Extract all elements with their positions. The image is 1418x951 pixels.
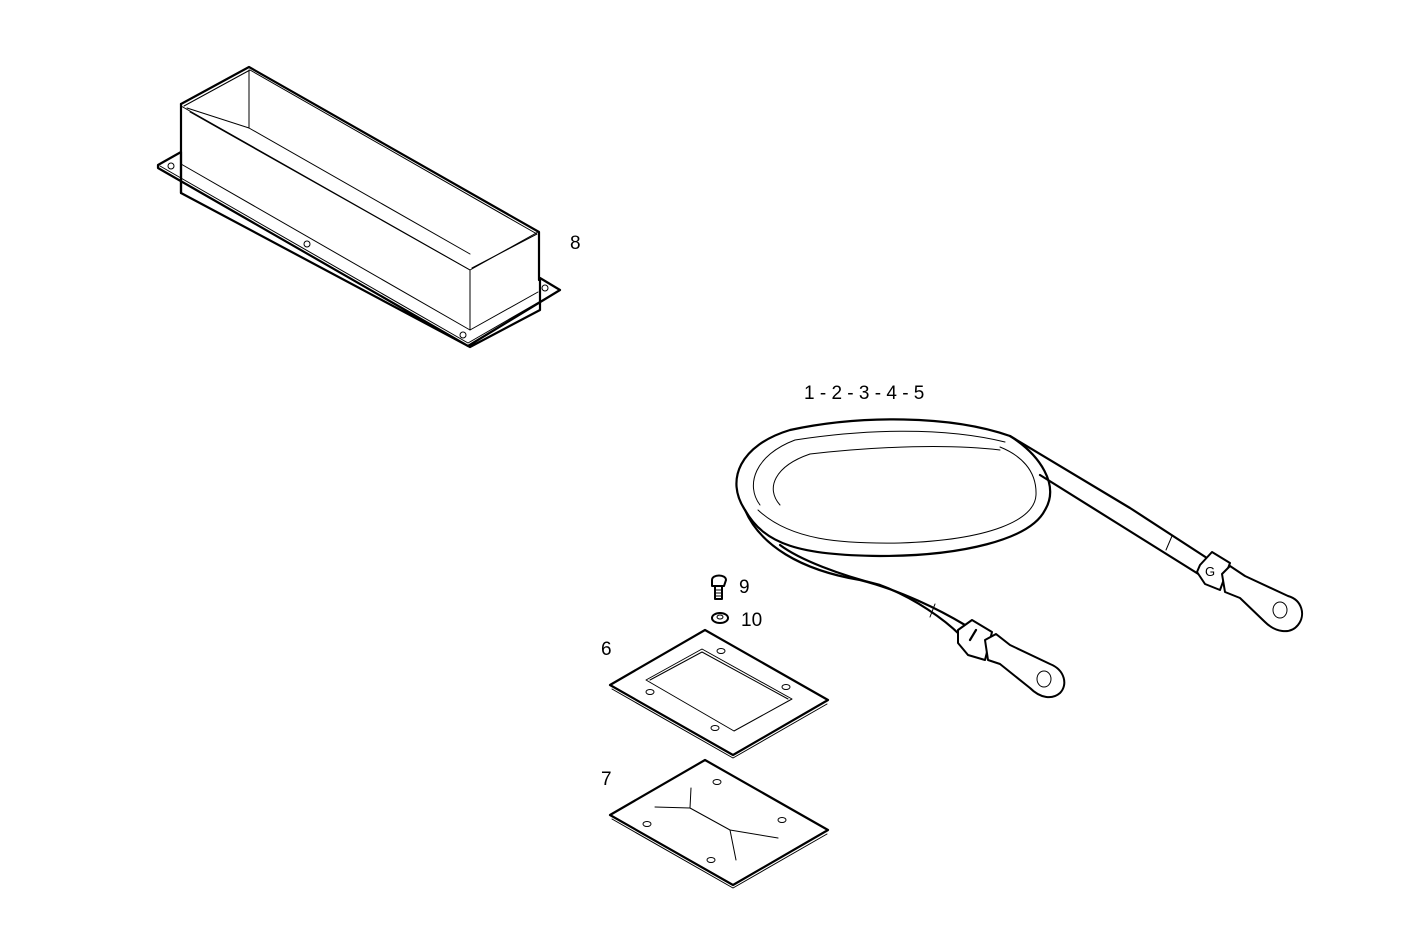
callout-label-cable: 1 - 2 - 3 - 4 - 5: [804, 383, 925, 404]
callout-label-6: 6: [601, 639, 612, 660]
callout-label-10: 10: [741, 610, 763, 631]
svg-text:G: G: [1205, 564, 1215, 579]
callout-label-8: 8: [570, 233, 581, 254]
callout-label-9: 9: [739, 577, 750, 598]
washer-part: [711, 612, 729, 624]
bolt-part: [711, 574, 727, 600]
callout-label-7: 7: [601, 769, 612, 790]
cable-part: G: [735, 418, 1304, 699]
gasket-plate-part: [608, 758, 830, 889]
box-housing-part: [156, 65, 562, 349]
gasket-frame-part: [608, 628, 830, 759]
